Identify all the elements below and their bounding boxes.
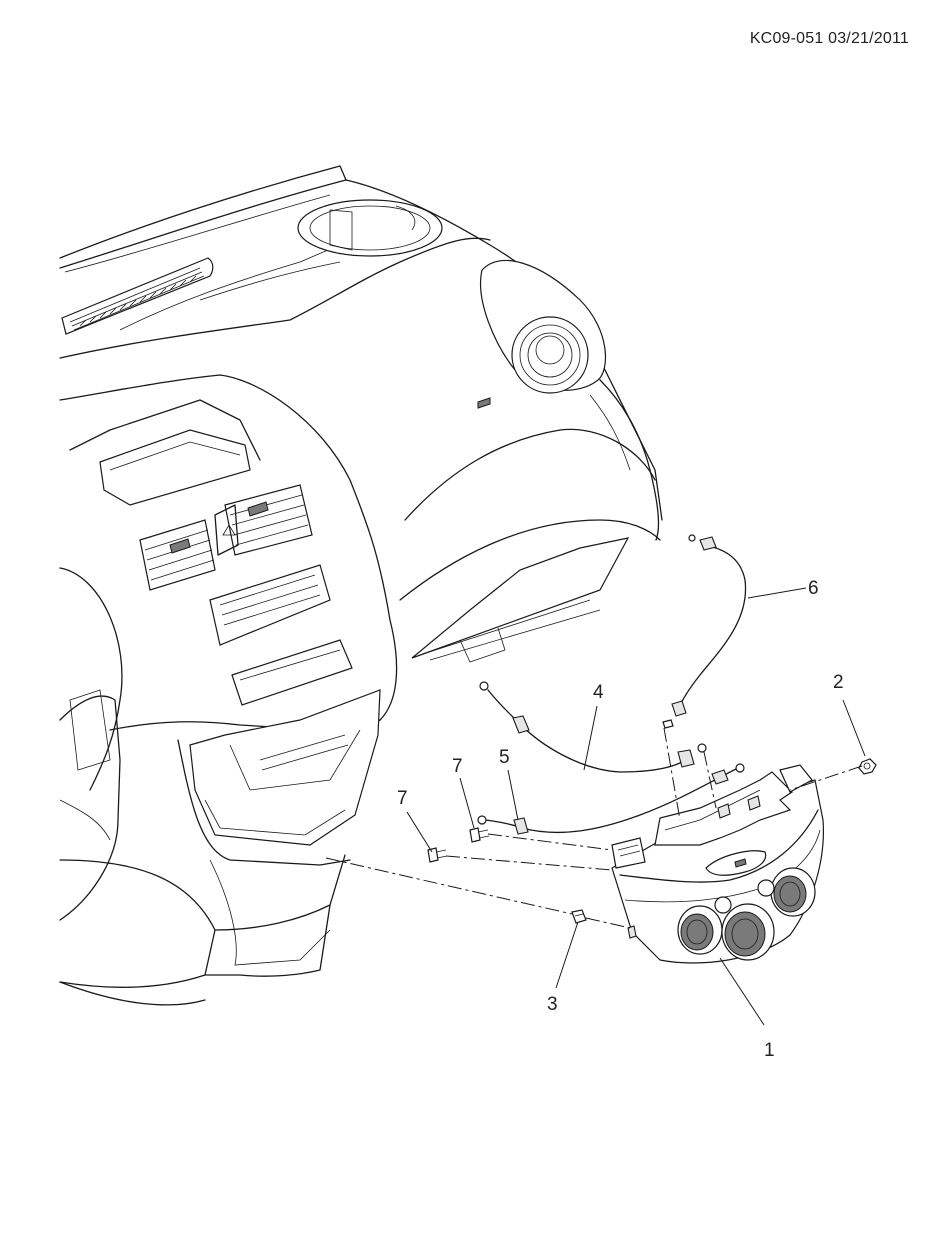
document-id: KC09-051 03/21/2011: [749, 30, 909, 47]
screw-2: [858, 758, 877, 775]
cable-4: [479, 681, 707, 773]
callout-6: 6: [808, 578, 819, 599]
callout-leaders: [406, 587, 866, 1026]
cable-5: [477, 763, 745, 835]
cable-6: [662, 534, 747, 729]
assembly-center-lines: [325, 727, 863, 929]
callout-7-lower: 7: [397, 788, 408, 809]
callout-4: 4: [593, 682, 604, 703]
clip-3: [571, 909, 587, 924]
pushpin-7-upper: [469, 827, 490, 843]
callout-5: 5: [499, 747, 510, 768]
pushpin-7-lower: [427, 847, 448, 863]
defrost-vent-slats: [79, 275, 197, 327]
callout-2: 2: [833, 672, 844, 693]
hvac-control-assembly: [611, 764, 825, 964]
instrument-panel: [59, 165, 663, 1006]
callout-1: 1: [764, 1040, 775, 1061]
callout-7-upper: 7: [452, 756, 463, 777]
callout-3: 3: [547, 994, 558, 1015]
